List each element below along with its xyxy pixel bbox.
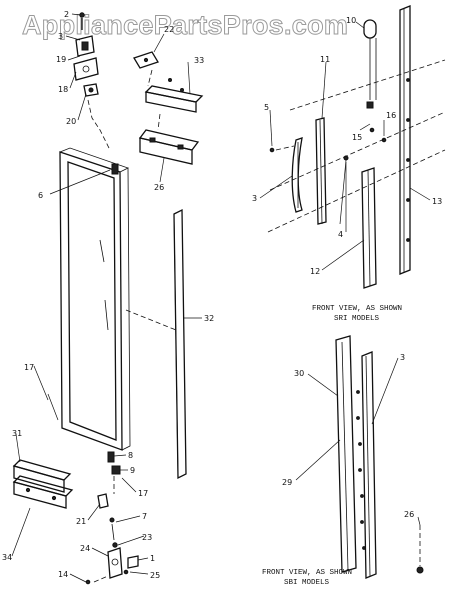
callout-6: 6 <box>38 191 43 200</box>
callout-1: 1 <box>150 554 155 563</box>
caption-sri-line2: SRI MODELS <box>334 315 380 323</box>
callout-32: 32 <box>204 314 214 323</box>
callout-16: 16 <box>386 111 396 120</box>
callout-labels: 2 3 19 18 20 22 33 6 26 17 31 34 21 8 9 … <box>2 10 442 580</box>
callout-24: 24 <box>80 544 90 553</box>
bottom-hinge-parts <box>12 451 139 585</box>
sri-assembly <box>267 5 446 289</box>
caption-sbi-line2: SBI MODELS <box>284 579 330 587</box>
watermark: AppliancePartsPros.com <box>22 10 348 40</box>
sbi-assembly <box>335 335 424 579</box>
callout-8: 8 <box>128 451 133 460</box>
callout-7: 7 <box>142 512 147 521</box>
callout-26-sbi: 26 <box>404 510 414 519</box>
leader-lines <box>11 13 431 583</box>
callout-13: 13 <box>432 197 442 206</box>
corner-bracket-part-6 <box>111 163 119 175</box>
callout-23: 23 <box>142 533 152 542</box>
callout-26: 26 <box>154 183 164 192</box>
callout-17b: 17 <box>138 489 148 498</box>
callout-2: 2 <box>64 10 69 19</box>
callout-4: 4 <box>338 230 343 239</box>
caption-sri-line1: FRONT VIEW, AS SHOWN <box>312 305 402 313</box>
callout-11: 11 <box>320 55 330 64</box>
callout-29: 29 <box>282 478 292 487</box>
callout-22: 22 <box>164 25 174 34</box>
view-captions: FRONT VIEW, AS SHOWN SRI MODELS FRONT VI… <box>262 305 402 587</box>
callout-3-sri: 3 <box>252 194 257 203</box>
top-plates-parts <box>133 51 204 165</box>
callout-3-sbi: 3 <box>400 353 405 362</box>
callout-17: 17 <box>24 363 34 372</box>
callout-31: 31 <box>12 429 22 438</box>
callout-30: 30 <box>294 369 304 378</box>
callout-12: 12 <box>310 267 320 276</box>
callout-25: 25 <box>150 571 160 580</box>
callout-21: 21 <box>76 517 86 526</box>
callout-19: 19 <box>56 55 66 64</box>
callout-9: 9 <box>130 466 135 475</box>
caption-sbi-line1: FRONT VIEW, AS SHOWN <box>262 569 352 577</box>
door-frame-part-17 <box>59 147 131 451</box>
callout-15: 15 <box>352 133 362 142</box>
callout-14: 14 <box>58 570 68 579</box>
callout-18: 18 <box>58 85 68 94</box>
door-strip-part-32 <box>125 208 187 480</box>
callout-3: 3 <box>58 32 63 41</box>
callout-5: 5 <box>264 103 269 112</box>
callout-20: 20 <box>66 117 76 126</box>
callout-34: 34 <box>2 553 12 562</box>
callout-33: 33 <box>194 56 204 65</box>
callout-10: 10 <box>346 16 356 25</box>
